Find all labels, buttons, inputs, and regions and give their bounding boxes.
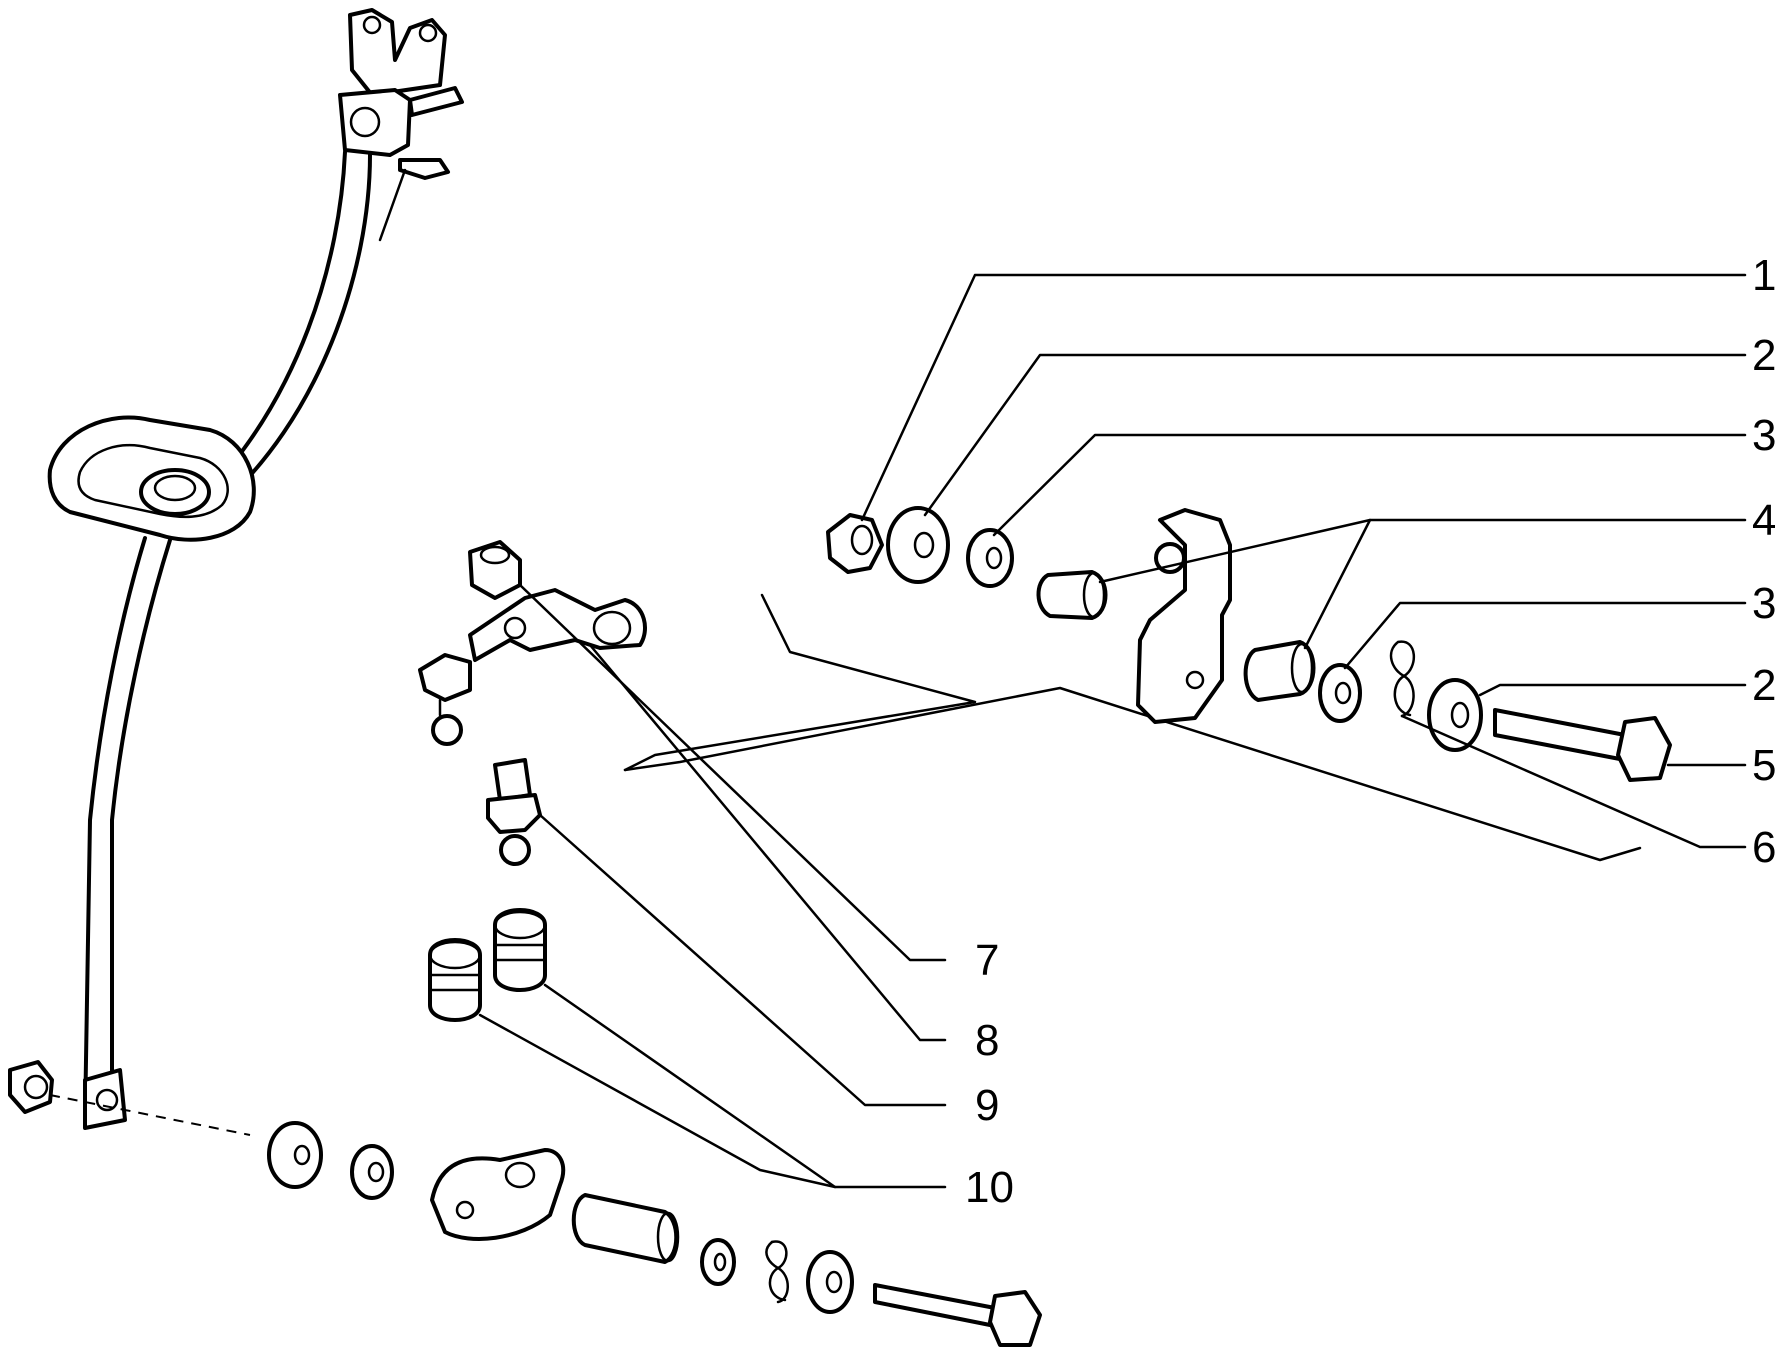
callout-8: 8 [975,1016,999,1065]
callout-6: 6 [1752,823,1775,872]
washer-part-2-upper [886,506,950,584]
callout-2: 2 [1752,331,1775,380]
callout-7: 7 [975,936,999,985]
callout-1: 1 [1752,251,1775,300]
gear-lever-assembly [47,8,464,1130]
selector-lever-part-8 [418,588,647,746]
callout-leaders [478,273,1747,1189]
assembly-axis-line [49,1094,251,1136]
nut-part-1 [826,513,884,574]
group-bracket-upper [623,593,977,772]
bush-part-4-upper [1036,570,1108,620]
washer-part-3-lower [1318,663,1362,723]
callout-10: 10 [965,1163,1014,1212]
callout-3: 3 [1752,411,1775,460]
bolt-part-5 [1493,708,1627,762]
callout-5: 5 [1752,741,1775,790]
callout-9: 9 [975,1081,999,1130]
group-bracket-lower [623,686,1642,862]
support-bracket [1136,508,1232,724]
callout-2: 2 [1752,661,1775,710]
nut-lower-left [8,1060,54,1114]
clip-part-6 [1389,640,1416,718]
bushings-part-10 [428,908,547,1022]
nut-part-7 [468,540,522,600]
callout-4: 4 [1752,496,1775,545]
right-linkage-parts [826,506,1672,782]
washer-part-3-upper [966,528,1014,588]
lower-linkage-parts [267,1121,1042,1347]
callout-3: 3 [1752,579,1775,628]
ball-stud-part-9 [486,758,542,866]
